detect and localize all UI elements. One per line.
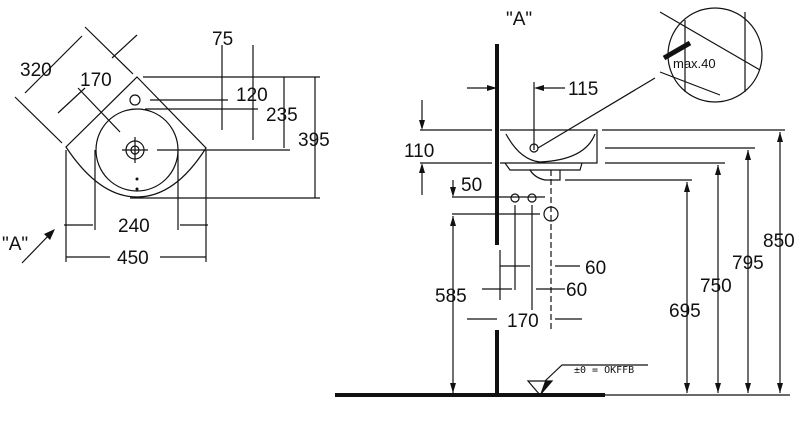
horizontal-extension-lines [65, 150, 207, 262]
dim-750: 750 [700, 276, 732, 297]
dim-695: 695 [669, 301, 701, 322]
view-arrow-head [44, 229, 55, 240]
dim-110: 110 [404, 141, 434, 162]
detail-circle [667, 7, 763, 103]
dim-320: 320 [20, 60, 52, 81]
side-view: max.40 ±0 = OKFFB "A" 115 110 50 60 60 5… [335, 7, 795, 397]
detail-max-40: max.40 [673, 56, 716, 71]
dim-50: 50 [461, 175, 482, 196]
drain-centerline [122, 137, 148, 163]
view-marker-a-side: "A" [506, 9, 532, 30]
basin-outline [65, 76, 207, 198]
arrowheads [419, 85, 783, 393]
dim-115-lines [467, 82, 565, 150]
dim-120: 120 [236, 85, 268, 106]
tap-hole [129, 94, 141, 106]
dim-850: 850 [763, 231, 795, 252]
dim-60-upper: 60 [585, 258, 606, 279]
dim-170-side: 170 [507, 311, 539, 332]
dim-170-lines [57, 87, 121, 133]
overflow-dot [135, 187, 139, 191]
basin-side [500, 129, 598, 181]
dim-110-lines [420, 100, 492, 195]
view-marker-a: "A" [2, 234, 28, 255]
screw-icon [662, 40, 692, 61]
floor-symbol-fill [540, 381, 552, 395]
floor-label: ±0 = OKFFB [574, 365, 634, 376]
dim-320-lines [14, 26, 138, 144]
dim-60-lower: 60 [566, 280, 587, 301]
detail-lines [537, 11, 761, 149]
overflow-dot [135, 177, 139, 181]
dim-395: 395 [298, 130, 330, 151]
dim-115: 115 [568, 79, 598, 100]
top-view: 320 170 75 120 235 395 240 450 "A" [2, 26, 330, 269]
bottom-dim-lines [64, 224, 208, 258]
dim-795: 795 [732, 253, 764, 274]
dim-585: 585 [435, 286, 467, 307]
supply-connection [510, 193, 520, 203]
dim-235: 235 [266, 105, 298, 126]
height-dim-lines [686, 132, 781, 393]
view-arrow [21, 231, 53, 264]
height-extension-lines [565, 129, 785, 181]
dim-170: 170 [80, 70, 112, 91]
dim-240: 240 [118, 216, 150, 237]
dim-60-170-lines [467, 205, 582, 320]
supply-connection [527, 193, 537, 203]
dim-75: 75 [212, 29, 233, 50]
vertical-dim-lines [221, 45, 316, 198]
dim-450: 450 [117, 248, 149, 269]
extension-lines [130, 76, 320, 199]
